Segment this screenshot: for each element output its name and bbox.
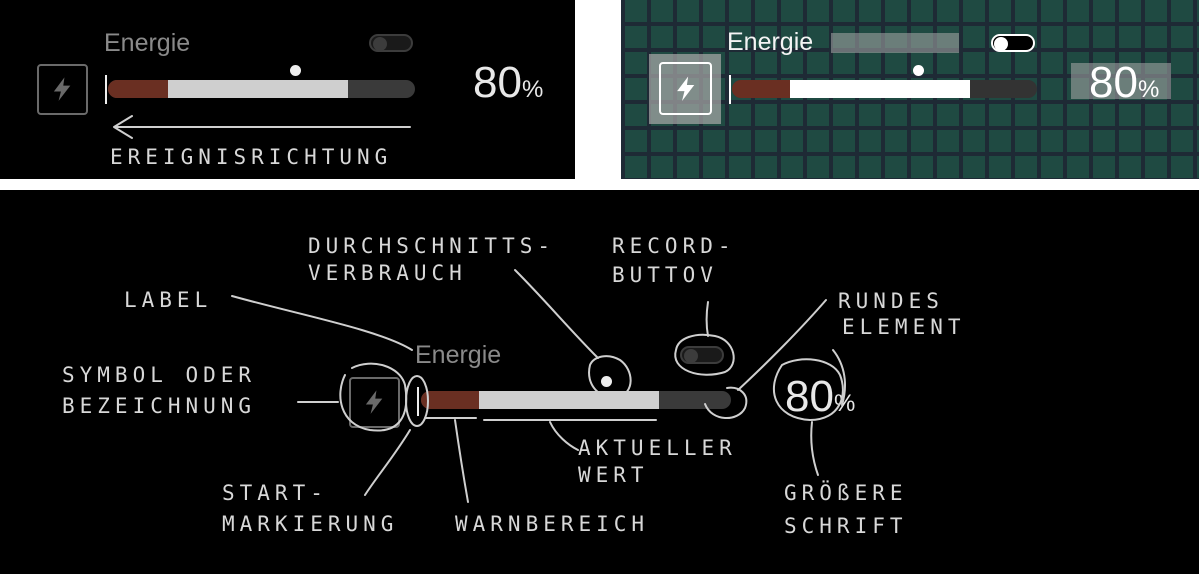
annotation-bigger-line1: GRÖßERE [784,481,908,505]
annotation-record-line1: RECORD- [612,234,736,258]
current-value-bar [790,80,970,98]
widget-panel-map: Energie 80% [621,0,1199,179]
annotation-average-line2: VERBRAUCH [308,261,467,285]
annotation-average-line1: DURCHSCHNITTS- [308,234,556,258]
record-toggle[interactable] [680,346,724,364]
annotation-bigger-line2: SCHRIFT [784,514,908,538]
value-display: 80% [785,372,856,421]
lightning-icon [659,62,712,115]
annotated-widget-panel: Energie 80% LABEL SYMBOL ODER BEZEICHNUN… [0,190,1199,574]
energy-label: Energie [104,29,191,57]
energy-bar [108,80,415,98]
annotation-round-line1: RUNDES [838,289,944,313]
annotation-label: LABEL [124,288,213,312]
warning-area [732,80,790,98]
warning-area [421,391,479,409]
widget-panel-dark: Energie 80% EREIGNISRICHTUNG [0,0,575,179]
value-display: 80% [473,58,544,107]
energy-label: Energie [727,28,814,56]
annotation-current-line1: AKTUELLER [578,436,737,460]
annotation-start-line2: MARKIERUNG [222,512,399,536]
average-consumption-dot [290,65,301,76]
annotation-start-line1: START- [222,481,328,505]
direction-annotation: EREIGNISRICHTUNG [110,145,393,169]
value-backdrop [1071,63,1171,99]
current-value-bar [168,80,348,98]
annotation-lines [231,269,846,503]
start-marker [417,387,419,416]
energy-bar [732,80,1037,98]
average-consumption-dot [913,65,924,76]
start-marker [729,75,731,104]
annotation-round-line2: ELEMENT [842,315,966,339]
current-value-bar [479,391,659,409]
start-marker [105,75,107,104]
lightning-icon [349,377,400,428]
label-backdrop [831,33,959,53]
record-toggle[interactable] [991,34,1035,52]
annotation-warn: WARNBEREICH [455,512,650,536]
value-display: 80% [1089,58,1160,107]
direction-arrow [113,115,411,139]
warning-area [108,80,168,98]
average-consumption-dot [601,376,612,387]
record-toggle[interactable] [369,34,413,52]
annotation-symbol-line2: BEZEICHNUNG [62,394,257,418]
energy-bar [421,391,731,409]
annotation-record-line2: BUTTOV [612,263,718,287]
annotation-current-line2: WERT [578,463,649,487]
lightning-icon [37,64,88,115]
energy-label: Energie [415,341,502,369]
annotation-symbol-line1: SYMBOL ODER [62,363,257,387]
